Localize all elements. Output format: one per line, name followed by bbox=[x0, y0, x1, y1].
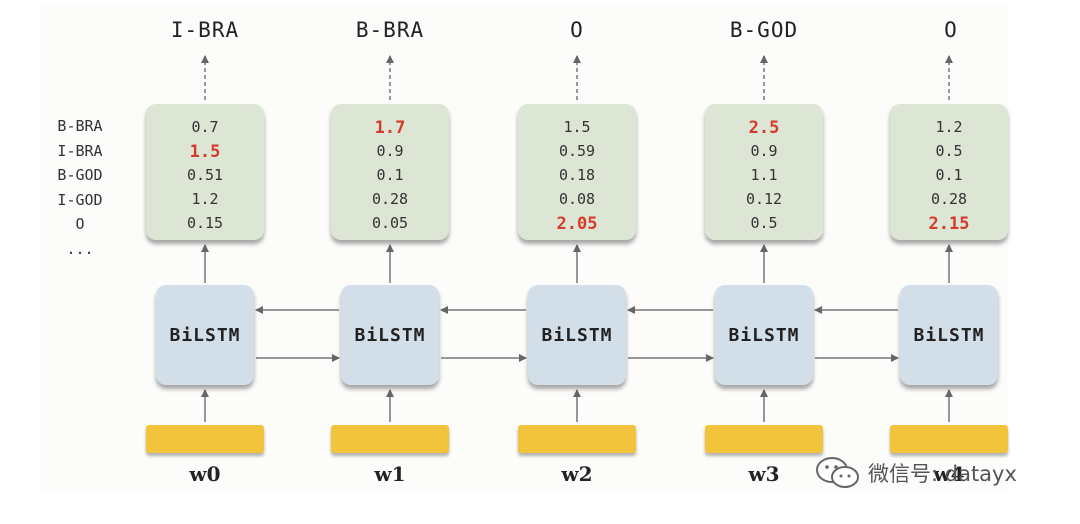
score-3-i-god: 0.12 bbox=[745, 190, 783, 208]
score-4-i-god: 0.28 bbox=[930, 190, 968, 208]
embedding-0 bbox=[146, 425, 264, 453]
score-3-i-bra: 0.9 bbox=[750, 142, 778, 160]
bilstm-cell-3: BiLSTM bbox=[715, 285, 813, 385]
score-1-b-god: 0.1 bbox=[376, 166, 404, 184]
embedding-1 bbox=[331, 425, 449, 453]
score-box-0: 0.7 1.5 0.51 1.2 0.15 bbox=[146, 104, 264, 240]
word-2: w2 bbox=[561, 462, 593, 486]
score-1-o: 0.05 bbox=[371, 214, 409, 232]
watermark: 微信号: datayx bbox=[814, 455, 1017, 491]
row-label-i-bra: I-BRA bbox=[57, 142, 103, 160]
bilstm-cell-2: BiLSTM bbox=[528, 285, 626, 385]
row-label-b-bra: B-BRA bbox=[57, 117, 103, 135]
score-0-i-bra: 1.5 bbox=[189, 142, 221, 162]
score-0-b-god: 0.51 bbox=[186, 166, 224, 184]
score-3-b-bra: 2.5 bbox=[748, 118, 780, 138]
score-box-3: 2.5 0.9 1.1 0.12 0.5 bbox=[705, 104, 823, 240]
wechat-icon bbox=[816, 457, 859, 488]
word-0: w0 bbox=[189, 462, 221, 486]
score-4-o: 2.15 bbox=[928, 214, 970, 234]
score-2-i-god: 0.08 bbox=[558, 190, 596, 208]
row-label-o: O bbox=[75, 215, 85, 233]
word-1: w1 bbox=[374, 462, 406, 486]
score-4-i-bra: 0.5 bbox=[935, 142, 963, 160]
embedding-4 bbox=[890, 425, 1008, 453]
score-1-i-god: 0.28 bbox=[371, 190, 409, 208]
output-tag-0: I-BRA bbox=[170, 18, 240, 42]
score-box-2: 1.5 0.59 0.18 0.08 2.05 bbox=[518, 104, 636, 240]
output-tag-4: O bbox=[944, 18, 958, 42]
score-2-o: 2.05 bbox=[556, 214, 598, 234]
output-tag-2: O bbox=[570, 18, 584, 42]
output-tag-3: B-GOD bbox=[729, 18, 799, 42]
row-label-ellipsis: ... bbox=[66, 240, 94, 258]
score-1-b-bra: 1.7 bbox=[374, 118, 406, 138]
score-0-o: 0.15 bbox=[186, 214, 224, 232]
watermark-text: 微信号: datayx bbox=[868, 462, 1017, 486]
score-2-b-bra: 1.5 bbox=[563, 118, 591, 136]
score-4-b-god: 0.1 bbox=[935, 166, 963, 184]
output-tag-1: B-BRA bbox=[355, 18, 425, 42]
embedding-2 bbox=[518, 425, 636, 453]
score-box-4: 1.2 0.5 0.1 0.28 2.15 bbox=[890, 104, 1008, 240]
score-1-i-bra: 0.9 bbox=[376, 142, 404, 160]
score-0-b-bra: 0.7 bbox=[191, 118, 219, 136]
embedding-3 bbox=[705, 425, 823, 453]
row-label-i-god: I-GOD bbox=[57, 191, 103, 209]
bilstm-cell-0: BiLSTM bbox=[156, 285, 254, 385]
bilstm-cell-1: BiLSTM bbox=[341, 285, 439, 385]
word-4: w4 bbox=[933, 462, 965, 486]
score-3-o: 0.5 bbox=[750, 214, 778, 232]
score-4-b-bra: 1.2 bbox=[935, 118, 963, 136]
score-2-i-bra: 0.59 bbox=[558, 142, 596, 160]
score-box-1: 1.7 0.9 0.1 0.28 0.05 bbox=[331, 104, 449, 240]
score-2-b-god: 0.18 bbox=[558, 166, 596, 184]
word-3: w3 bbox=[748, 462, 780, 486]
row-label-b-god: B-GOD bbox=[57, 166, 103, 184]
bilstm-cell-4: BiLSTM bbox=[900, 285, 998, 385]
score-3-b-god: 1.1 bbox=[750, 166, 778, 184]
score-0-i-god: 1.2 bbox=[191, 190, 219, 208]
